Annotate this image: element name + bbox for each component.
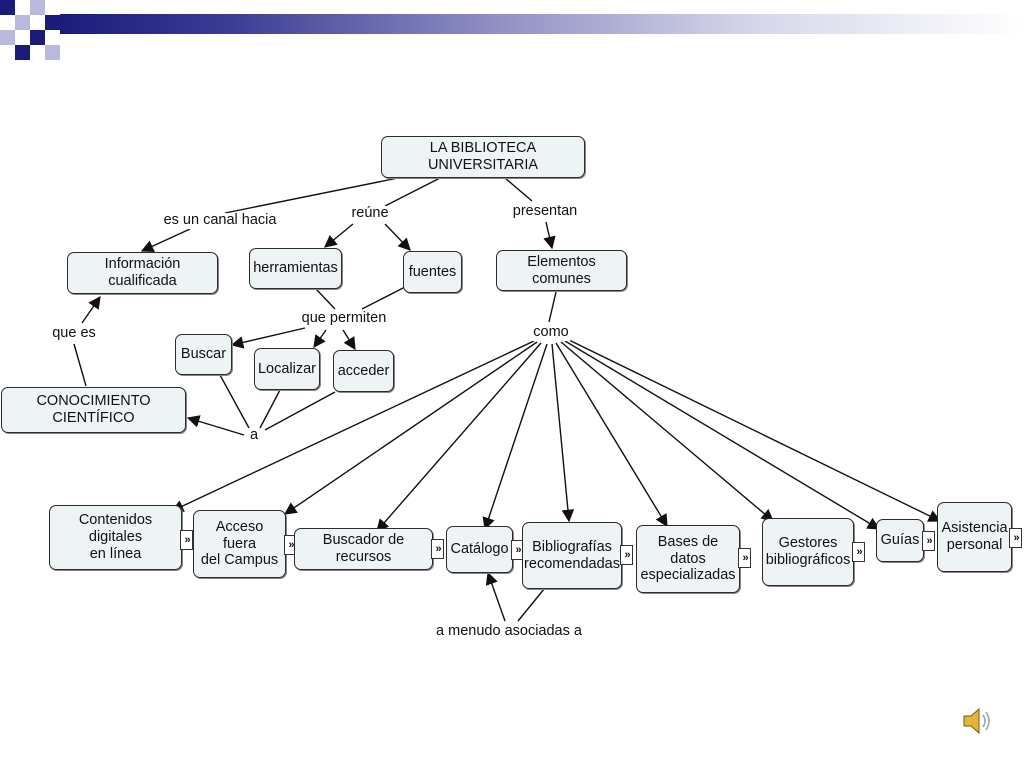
connector-arrow [543,221,556,250]
concept-label: Elementos comunes [527,253,596,287]
concept-buscar: Buscar [175,334,232,375]
concept-label: herramientas [253,260,338,277]
concept-label: Información cualificada [104,256,181,289]
link-label-asociadas: a menudo asociadas a [434,623,584,640]
concept-label: Catálogo [450,541,509,558]
concept-conocimiento-cientifico: CONOCIMIENTO CIENTÍFICO [1,387,186,433]
concept-label: acceder [337,362,390,379]
connector-line [517,582,550,622]
concept-label-line: Bibliografías [532,538,612,555]
concept-label-line: Bases de datos [657,533,719,567]
connector-arrow [186,415,245,436]
double-chevron-icon[interactable]: » [620,545,633,565]
connector-arrow [551,343,575,523]
concept-label-line: Acceso fuera [215,518,264,552]
connector-line [315,288,336,310]
connector-line [219,374,250,429]
connector-arrow [482,343,548,531]
link-label-canal: es un canal hacia [161,212,279,229]
concept-label-line: recomendadas [524,555,620,572]
link-label-presentan: presentan [510,203,580,220]
concept-label: Localizar [257,360,317,377]
connector-line [548,291,557,323]
connector-arrow [564,340,881,530]
header-square [15,45,30,60]
concept-label: Guías [880,532,920,549]
connector-line [384,177,441,207]
connector-arrow [324,223,354,248]
connector-arrow [485,571,506,622]
concept-buscador-recursos[interactable]: Buscador de recursos [294,528,433,570]
connector-line [224,177,399,214]
concept-fuentes: fuentes [403,251,462,293]
connector-arrow [283,341,538,515]
header-square [15,15,30,30]
header-square [0,0,15,15]
connector-arrow [342,329,356,351]
link-label-que-permiten: que permiten [299,310,389,327]
concept-herramientas: herramientas [249,248,342,289]
header-square [0,30,15,45]
double-chevron-icon[interactable]: » [922,531,935,551]
concept-label: LA BIBLIOTECA UNIVERSITARIA [427,140,539,173]
concept-informacion-cualificada: Información cualificada [67,252,218,294]
link-label-reune: reúne [349,205,391,222]
concept-catalogo[interactable]: Catálogo [446,526,513,573]
link-label-como: como [531,324,571,341]
concept-label: Buscador de recursos [322,532,405,565]
header-square [30,30,45,45]
connector-arrow [140,228,191,253]
concept-label-line: en línea [89,545,142,562]
connector-line [259,389,281,429]
connector-arrow [555,342,668,528]
connector-arrow [170,340,535,512]
concept-label-line: del Campus [200,552,279,569]
connector-arrow [560,341,774,522]
concept-label-line: Contenidos digitales [78,512,153,546]
speaker-icon[interactable] [960,704,994,738]
concept-label: Buscar [180,346,227,363]
header-square [30,0,45,15]
header-square [45,15,60,30]
double-chevron-icon[interactable]: » [180,530,193,550]
concept-elementos-comunes: Elementos comunes [496,250,627,291]
header-square [45,45,60,60]
double-chevron-icon[interactable]: » [852,542,865,562]
connector-line [264,391,336,431]
concept-label-line: bibliográficos [765,552,851,568]
double-chevron-icon[interactable]: » [1009,528,1022,548]
connector-arrow [313,329,327,349]
header-gradient-bar [60,14,1024,34]
connector-arrow [568,339,942,522]
link-label-a: a [247,427,261,444]
concept-label: CONOCIMIENTO CIENTÍFICO [36,393,151,426]
connector-arrow [81,295,101,324]
connector-arrow [230,327,306,349]
link-label-que-es: que es [50,325,98,342]
concept-label-line: Gestores [778,535,838,552]
slide-header-decoration [0,0,1024,62]
concept-guias[interactable]: Guías [876,519,924,562]
connector-line [361,286,406,310]
concept-localizar: Localizar [254,348,320,390]
double-chevron-icon[interactable]: » [738,548,751,568]
concept-label-line: personal [946,537,1003,553]
concept-acceder: acceder [333,350,394,392]
connector-line [504,177,533,202]
concept-biblioteca-universitaria: LA BIBLIOTECA UNIVERSITARIA [381,136,585,178]
connector-arrow [376,342,542,532]
concept-label-line: Asistencia [941,520,1008,537]
concept-label: fuentes [408,263,457,280]
connector-arrow [384,223,411,251]
concept-label-line: especializadas [640,567,736,584]
double-chevron-icon[interactable]: » [431,539,444,559]
connector-line [73,343,87,387]
